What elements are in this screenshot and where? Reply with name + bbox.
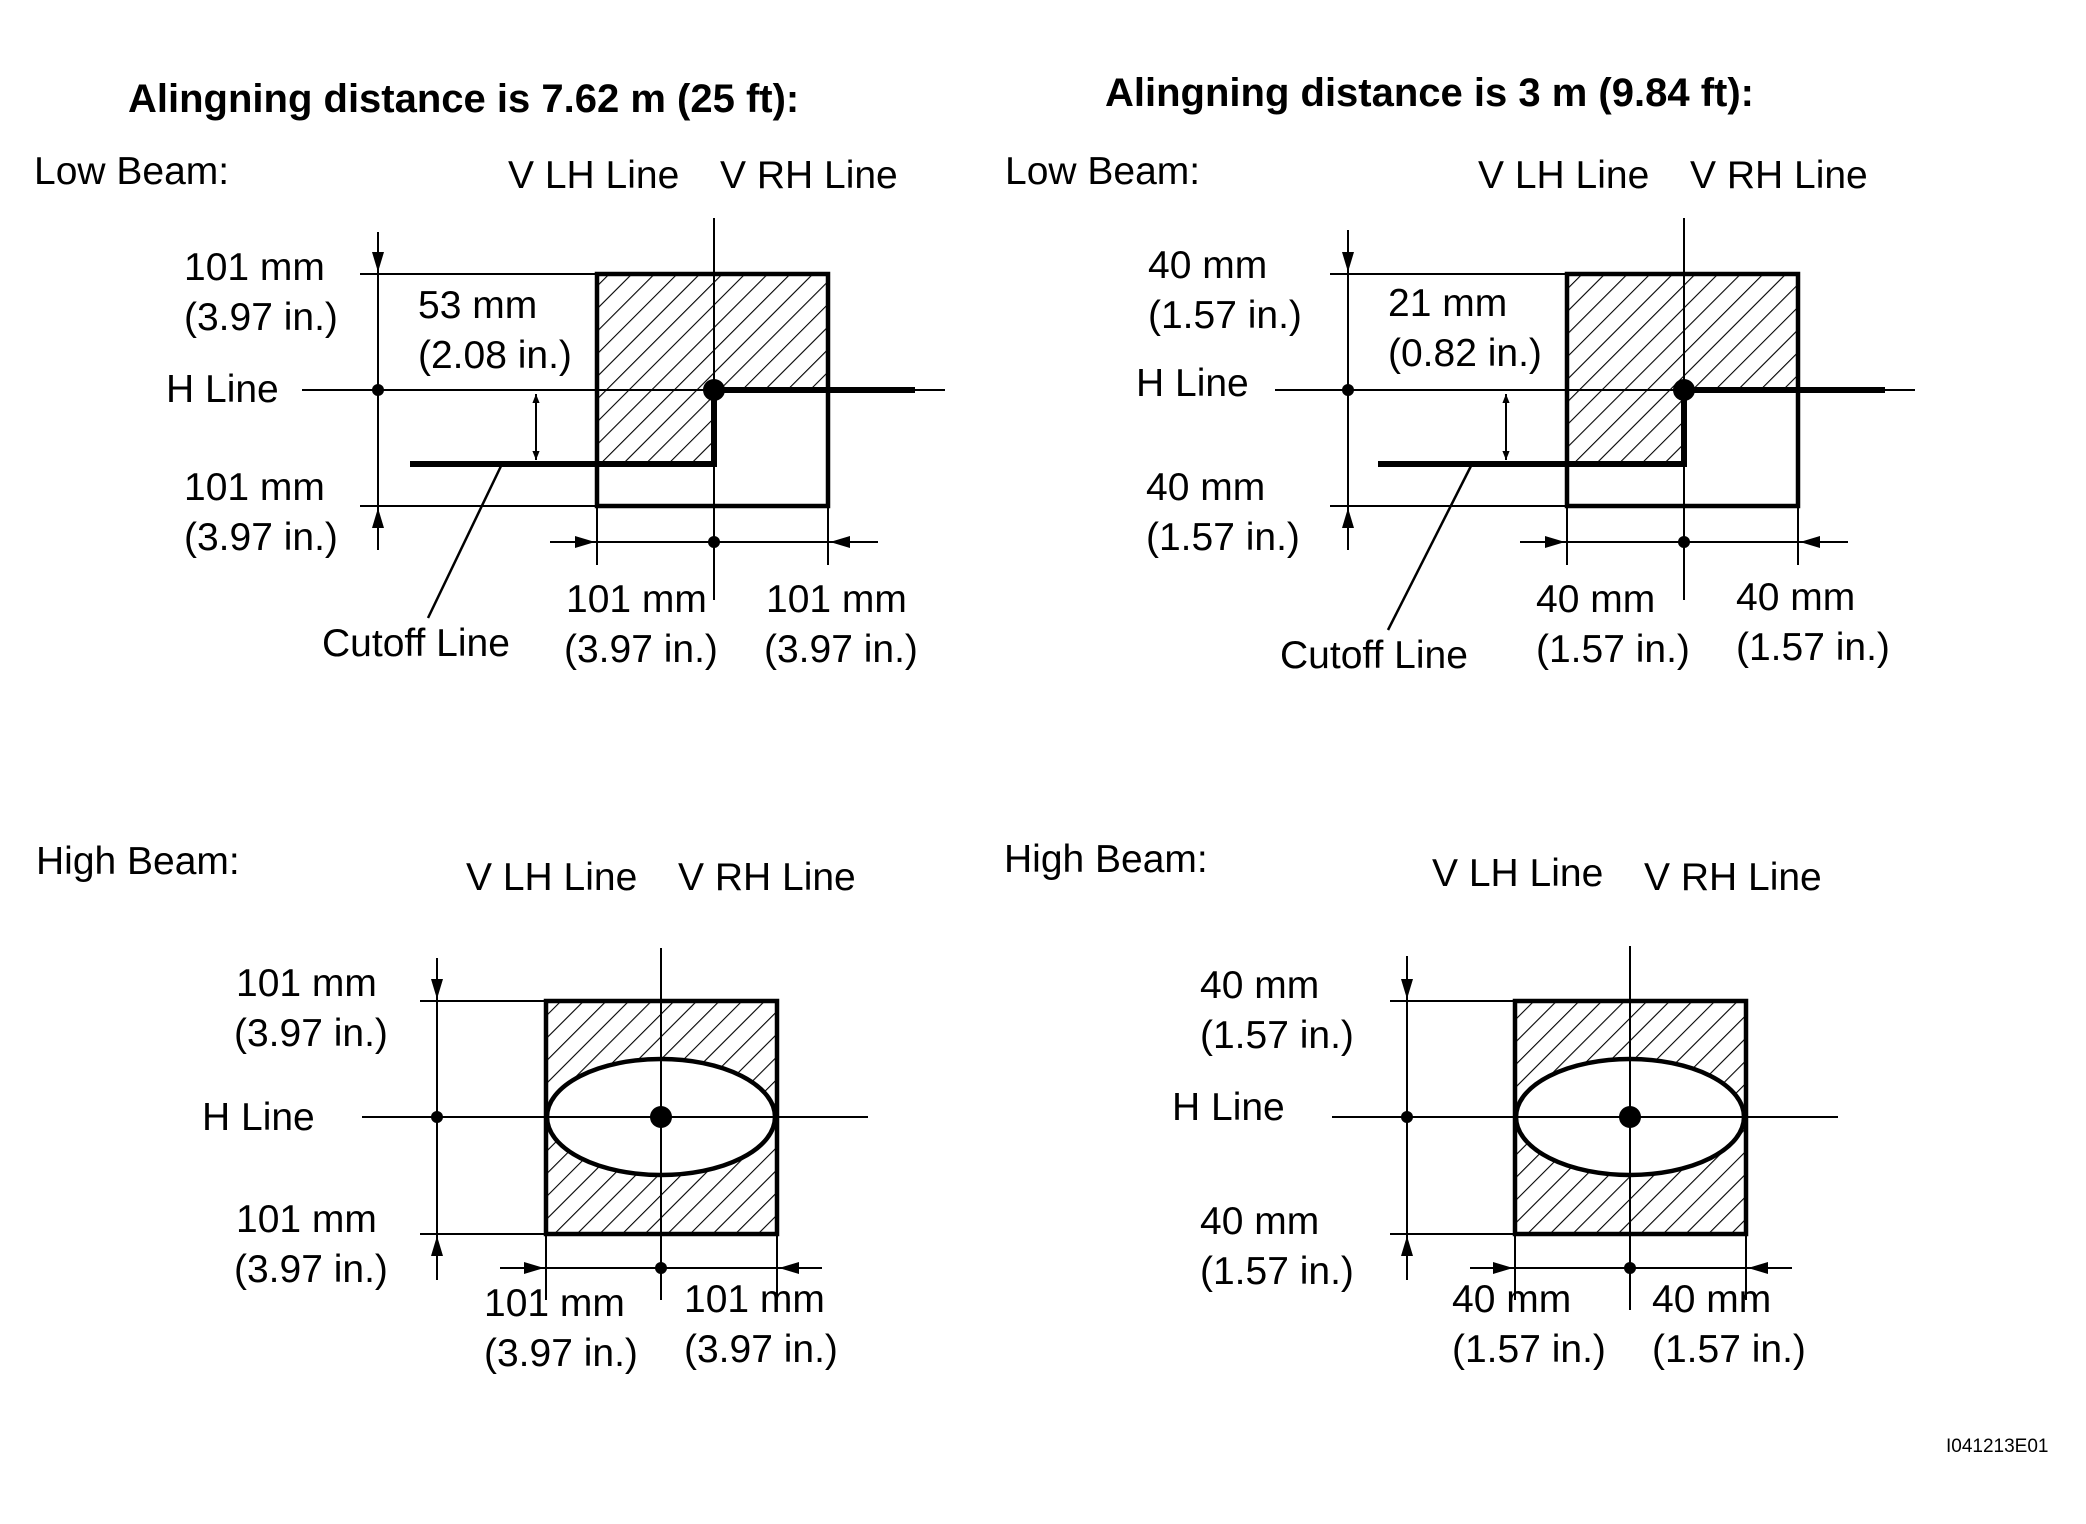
left-offset-mm: 40 mm bbox=[1536, 578, 1655, 621]
lower-offset-mm: 40 mm bbox=[1200, 1200, 1319, 1243]
low-beam-label: Low Beam: bbox=[34, 150, 229, 193]
upper-offset-in: (3.97 in.) bbox=[234, 1012, 388, 1055]
lower-offset-mm: 40 mm bbox=[1146, 466, 1265, 509]
right-offset-mm: 101 mm bbox=[684, 1278, 825, 1321]
h-line-label: H Line bbox=[202, 1096, 315, 1139]
h-line-label: H Line bbox=[166, 368, 279, 411]
lower-offset-in: (3.97 in.) bbox=[234, 1248, 388, 1291]
cutoff-drop-mm: 53 mm bbox=[418, 284, 537, 327]
lower-offset-in: (3.97 in.) bbox=[184, 516, 338, 559]
low-beam-label: Low Beam: bbox=[1005, 150, 1200, 193]
cutoff-line-label: Cutoff Line bbox=[1280, 634, 1468, 677]
high-beam-diagram-right: High Beam: V LH Line V RH Line 40 mm (1.… bbox=[1004, 838, 1838, 1371]
upper-offset-in: (1.57 in.) bbox=[1200, 1014, 1354, 1057]
v-lh-line-label: V LH Line bbox=[1478, 154, 1649, 197]
left-offset-mm: 101 mm bbox=[566, 578, 707, 621]
center-point bbox=[1673, 379, 1695, 401]
low-beam-diagram-right: Low Beam: V LH Line V RH Line 40 mm (1.5… bbox=[1005, 150, 1915, 677]
hatched-zone bbox=[597, 274, 828, 464]
lower-offset-mm: 101 mm bbox=[236, 1198, 377, 1241]
left-offset-mm: 101 mm bbox=[484, 1282, 625, 1325]
left-offset-in: (1.57 in.) bbox=[1536, 628, 1690, 671]
v-rh-line-label: V RH Line bbox=[1690, 154, 1868, 197]
right-offset-in: (1.57 in.) bbox=[1736, 626, 1890, 669]
left-offset-in: (3.97 in.) bbox=[564, 628, 718, 671]
lower-offset-in: (1.57 in.) bbox=[1200, 1250, 1354, 1293]
h-line-label: H Line bbox=[1136, 362, 1249, 405]
lower-offset-in: (1.57 in.) bbox=[1146, 516, 1300, 559]
cutoff-line bbox=[1378, 387, 1885, 467]
upper-offset-mm: 101 mm bbox=[184, 246, 325, 289]
left-offset-in: (3.97 in.) bbox=[484, 1332, 638, 1375]
v-lh-line-label: V LH Line bbox=[1432, 852, 1603, 895]
left-offset-in: (1.57 in.) bbox=[1452, 1328, 1606, 1371]
center-point bbox=[1619, 1106, 1641, 1128]
upper-offset-in: (1.57 in.) bbox=[1148, 294, 1302, 337]
cutoff-drop-in: (2.08 in.) bbox=[418, 334, 572, 377]
low-beam-diagram-left: Low Beam: V LH Line V RH Line 1 bbox=[34, 150, 945, 671]
cutoff-line bbox=[410, 387, 915, 467]
cutoff-drop-in: (0.82 in.) bbox=[1388, 332, 1542, 375]
right-offset-mm: 101 mm bbox=[766, 578, 907, 621]
left-panel-title: Alingning distance is 7.62 m (25 ft): bbox=[128, 77, 799, 121]
lower-offset-mm: 101 mm bbox=[184, 466, 325, 509]
v-lh-line-label: V LH Line bbox=[466, 856, 637, 899]
right-offset-in: (3.97 in.) bbox=[684, 1328, 838, 1371]
left-offset-mm: 40 mm bbox=[1452, 1278, 1571, 1321]
right-panel-title: Alingning distance is 3 m (9.84 ft): bbox=[1105, 71, 1754, 115]
upper-offset-mm: 40 mm bbox=[1148, 244, 1267, 287]
center-point bbox=[650, 1106, 672, 1128]
v-rh-line-label: V RH Line bbox=[1644, 856, 1822, 899]
high-beam-label: High Beam: bbox=[1004, 838, 1208, 881]
right-offset-mm: 40 mm bbox=[1652, 1278, 1771, 1321]
cutoff-leader bbox=[1386, 463, 1474, 631]
v-rh-line-label: V RH Line bbox=[720, 154, 898, 197]
right-offset-in: (3.97 in.) bbox=[764, 628, 918, 671]
center-point bbox=[703, 379, 725, 401]
upper-offset-in: (3.97 in.) bbox=[184, 296, 338, 339]
figure-code: I041213E01 bbox=[1946, 1436, 2049, 1457]
high-beam-label: High Beam: bbox=[36, 840, 240, 883]
v-rh-line-label: V RH Line bbox=[678, 856, 856, 899]
hatched-zone bbox=[1567, 274, 1798, 464]
v-lh-line-label: V LH Line bbox=[508, 154, 679, 197]
upper-offset-mm: 101 mm bbox=[236, 962, 377, 1005]
h-line-label: H Line bbox=[1172, 1086, 1285, 1129]
upper-offset-mm: 40 mm bbox=[1200, 964, 1319, 1007]
cutoff-drop-mm: 21 mm bbox=[1388, 282, 1507, 325]
right-offset-mm: 40 mm bbox=[1736, 576, 1855, 619]
cutoff-line-label: Cutoff Line bbox=[322, 622, 510, 665]
high-beam-diagram-left: High Beam: V LH Line V RH Line 101 mm (3… bbox=[36, 840, 868, 1375]
right-offset-in: (1.57 in.) bbox=[1652, 1328, 1806, 1371]
cutoff-leader bbox=[426, 463, 504, 619]
